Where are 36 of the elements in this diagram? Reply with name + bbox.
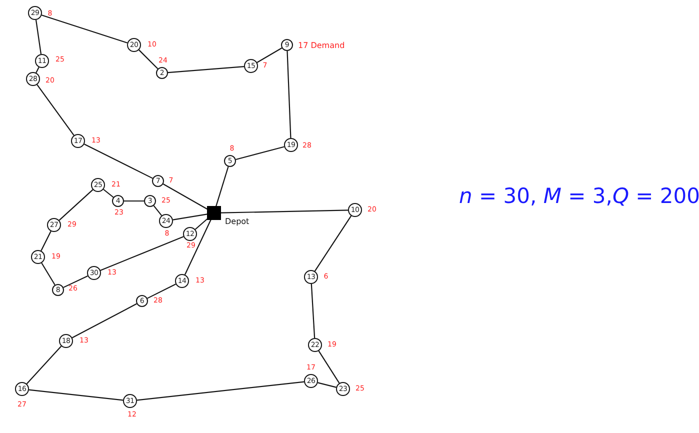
route-line	[35, 20, 42, 54]
route-line	[256, 48, 282, 63]
route-line	[314, 216, 352, 272]
parameter-formula: n = 30, M = 3,Q = 200	[459, 184, 699, 208]
route-line	[220, 210, 348, 214]
route-line	[84, 144, 153, 179]
route-line	[63, 276, 88, 288]
route-line	[136, 381, 304, 401]
route-line	[168, 66, 244, 74]
route-line	[41, 262, 56, 286]
route-line	[216, 166, 229, 206]
route-line	[318, 350, 340, 384]
route-line	[100, 236, 184, 271]
route-line	[72, 303, 137, 338]
demand-label: 17 Demand	[298, 42, 345, 50]
route-line	[236, 146, 284, 160]
route-line	[138, 50, 158, 70]
route-line	[153, 205, 162, 216]
route-line	[310, 284, 316, 338]
route-line	[318, 382, 336, 388]
route-line	[28, 389, 124, 401]
route-line	[162, 184, 208, 210]
route-line	[184, 219, 212, 275]
route-line	[124, 200, 144, 202]
route-line	[58, 189, 94, 221]
route-line	[147, 284, 176, 299]
route-line	[40, 231, 52, 251]
route-line	[172, 214, 208, 220]
depot-square	[207, 206, 221, 220]
route-line	[42, 14, 128, 44]
route-line	[194, 217, 210, 230]
route-line	[26, 346, 62, 384]
route-line	[36, 84, 74, 136]
route-line	[103, 188, 114, 198]
depot-label: Depot	[225, 218, 250, 226]
route-line	[286, 50, 292, 138]
